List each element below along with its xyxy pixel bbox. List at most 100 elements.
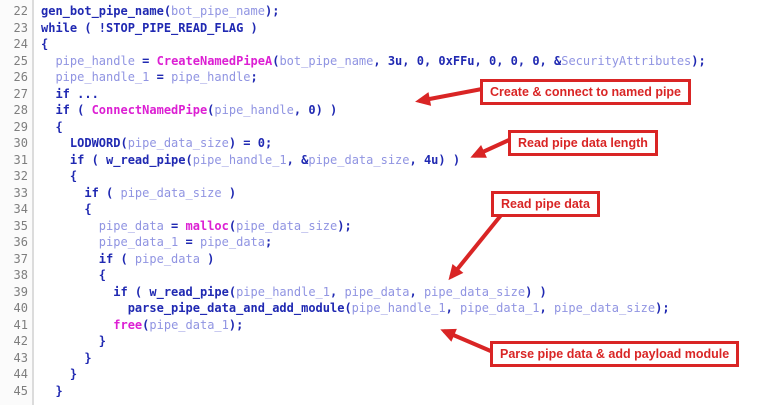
code-text[interactable]: if ( pipe_data_size ) bbox=[34, 185, 236, 202]
code-text[interactable]: if ( ConnectNamedPipe(pipe_handle, 0) ) bbox=[34, 102, 337, 119]
code-token-var: pipe_handle bbox=[55, 53, 135, 68]
code-text[interactable]: { bbox=[34, 36, 48, 53]
code-token-kw: ( bbox=[272, 53, 280, 68]
code-token-fn: malloc bbox=[185, 218, 229, 233]
code-token-var: pipe_data_1 bbox=[460, 301, 540, 315]
code-text[interactable]: pipe_data = malloc(pipe_data_size); bbox=[34, 218, 352, 235]
code-text[interactable]: pipe_handle = CreateNamedPipeA(bot_pipe_… bbox=[34, 53, 706, 70]
code-token-kw: { bbox=[55, 119, 63, 134]
callout-read-pipe-data-length: Read pipe data length bbox=[508, 130, 658, 156]
code-text[interactable]: gen_bot_pipe_name(bot_pipe_name); bbox=[34, 3, 279, 20]
code-token-kw: { bbox=[98, 268, 107, 282]
line-number: 37 bbox=[13, 251, 28, 266]
code-text[interactable]: pipe_data_1 = pipe_data; bbox=[34, 234, 272, 251]
code-token-kw: = bbox=[149, 70, 172, 84]
code-token-kw: , bbox=[330, 284, 345, 299]
code-text[interactable]: } bbox=[34, 350, 92, 367]
code-text[interactable]: if ... bbox=[34, 86, 99, 103]
code-line: 29 { bbox=[0, 119, 780, 136]
line-number: 25 bbox=[13, 53, 28, 68]
code-token-kw: if ... bbox=[55, 86, 99, 101]
code-token-var: pipe_data_size bbox=[553, 301, 656, 315]
code-text[interactable]: LODWORD(pipe_data_size) = 0; bbox=[34, 135, 272, 152]
code-token-kw: gen_bot_pipe_name( bbox=[41, 4, 172, 18]
code-token-kw: if ( w_read_pipe( bbox=[113, 284, 237, 299]
code-text[interactable]: } bbox=[34, 383, 62, 400]
code-token-kw: ); bbox=[264, 4, 280, 18]
line-number: 26 bbox=[13, 70, 28, 84]
code-line: 27 if ... bbox=[0, 86, 780, 103]
code-token-kw: = bbox=[134, 53, 157, 68]
code-token-kw: ( bbox=[207, 103, 215, 117]
code-text[interactable]: } bbox=[34, 333, 106, 350]
code-token-kw: = bbox=[178, 235, 200, 249]
code-token-kw: ); bbox=[655, 301, 670, 315]
code-token-var: pipe_data bbox=[134, 251, 200, 266]
code-text[interactable]: { bbox=[34, 201, 91, 218]
code-token-kw: ) ) bbox=[525, 284, 547, 299]
code-token-kw: } bbox=[69, 367, 78, 381]
code-token-var: pipe_data bbox=[199, 235, 265, 249]
code-token-kw: while ( !STOP_PIPE_READ_FLAG ) bbox=[41, 20, 258, 35]
callout-create-connect-pipe: Create & connect to named pipe bbox=[480, 79, 692, 105]
line-number: 45 bbox=[13, 383, 28, 398]
code-text[interactable]: if ( w_read_pipe(pipe_handle_1, &pipe_da… bbox=[34, 152, 460, 169]
code-token-var: SecurityAttributes bbox=[561, 53, 692, 68]
code-line: 28 if ( ConnectNamedPipe(pipe_handle, 0)… bbox=[0, 102, 780, 119]
code-token-kw: if ( bbox=[98, 251, 135, 266]
code-text[interactable]: pipe_handle_1 = pipe_handle; bbox=[34, 69, 258, 86]
code-token-var: pipe_data_1 bbox=[98, 235, 179, 249]
code-token-kw: } bbox=[84, 350, 92, 365]
code-line: 31 if ( w_read_pipe(pipe_handle_1, &pipe… bbox=[0, 152, 780, 169]
code-token-kw: ); bbox=[691, 53, 706, 68]
code-text[interactable]: { bbox=[34, 168, 77, 185]
code-token-var: bot_pipe_name bbox=[279, 53, 374, 68]
code-line: 33 if ( pipe_data_size ) bbox=[0, 185, 780, 202]
code-token-fn: ConnectNamedPipe bbox=[91, 103, 208, 117]
code-token-var: pipe_data_1 bbox=[149, 317, 229, 332]
code-token-var: pipe_handle_1 bbox=[351, 301, 446, 315]
code-token-kw: ); bbox=[337, 218, 352, 233]
code-token-kw: , bbox=[445, 301, 461, 315]
code-text[interactable]: if ( w_read_pipe(pipe_handle_1, pipe_dat… bbox=[34, 284, 547, 301]
line-number: 28 bbox=[13, 103, 28, 117]
code-line: 25 pipe_handle = CreateNamedPipeA(bot_pi… bbox=[0, 53, 780, 70]
code-token-kw: ; bbox=[250, 70, 258, 84]
code-text[interactable]: free(pipe_data_1); bbox=[34, 317, 243, 334]
code-token-kw: { bbox=[69, 169, 78, 183]
code-token-var: pipe_data_size bbox=[423, 284, 526, 299]
code-token-kw: , 4u) ) bbox=[409, 152, 461, 167]
line-number: 41 bbox=[13, 317, 28, 332]
code-text[interactable]: if ( pipe_data ) bbox=[34, 251, 215, 268]
line-number: 42 bbox=[13, 334, 28, 348]
code-token-kw: if ( bbox=[84, 185, 121, 200]
code-token-kw: ) = 0; bbox=[228, 136, 273, 150]
line-number-gutter bbox=[0, 0, 34, 405]
line-number: 32 bbox=[13, 169, 28, 183]
line-number: 36 bbox=[13, 235, 28, 249]
code-text[interactable]: { bbox=[34, 119, 63, 136]
code-line: 36 pipe_data_1 = pipe_data; bbox=[0, 234, 780, 251]
code-token-var: pipe_handle_1 bbox=[55, 70, 150, 84]
code-token-kw: parse_pipe_data_and_add_module( bbox=[127, 301, 352, 315]
code-line: 41 free(pipe_data_1); bbox=[0, 317, 780, 334]
code-token-kw: ); bbox=[228, 317, 244, 332]
code-text[interactable]: while ( !STOP_PIPE_READ_FLAG ) bbox=[34, 20, 258, 37]
code-line: 42 } bbox=[0, 333, 780, 350]
code-line: 24{ bbox=[0, 36, 780, 53]
line-number: 23 bbox=[13, 20, 28, 35]
line-number: 34 bbox=[13, 202, 28, 216]
code-line: 45 } bbox=[0, 383, 780, 400]
code-token-var: pipe_handle_1 bbox=[192, 152, 287, 167]
code-token-kw: ( bbox=[142, 317, 150, 332]
code-line: 37 if ( pipe_data ) bbox=[0, 251, 780, 268]
code-token-fn: CreateNamedPipeA bbox=[156, 53, 273, 68]
code-text[interactable]: } bbox=[34, 366, 77, 383]
code-text[interactable]: parse_pipe_data_and_add_module(pipe_hand… bbox=[34, 300, 670, 317]
line-number: 27 bbox=[13, 86, 28, 101]
code-text[interactable]: { bbox=[34, 267, 106, 284]
code-line: 44 } bbox=[0, 366, 780, 383]
code-token-kw: , bbox=[539, 301, 554, 315]
